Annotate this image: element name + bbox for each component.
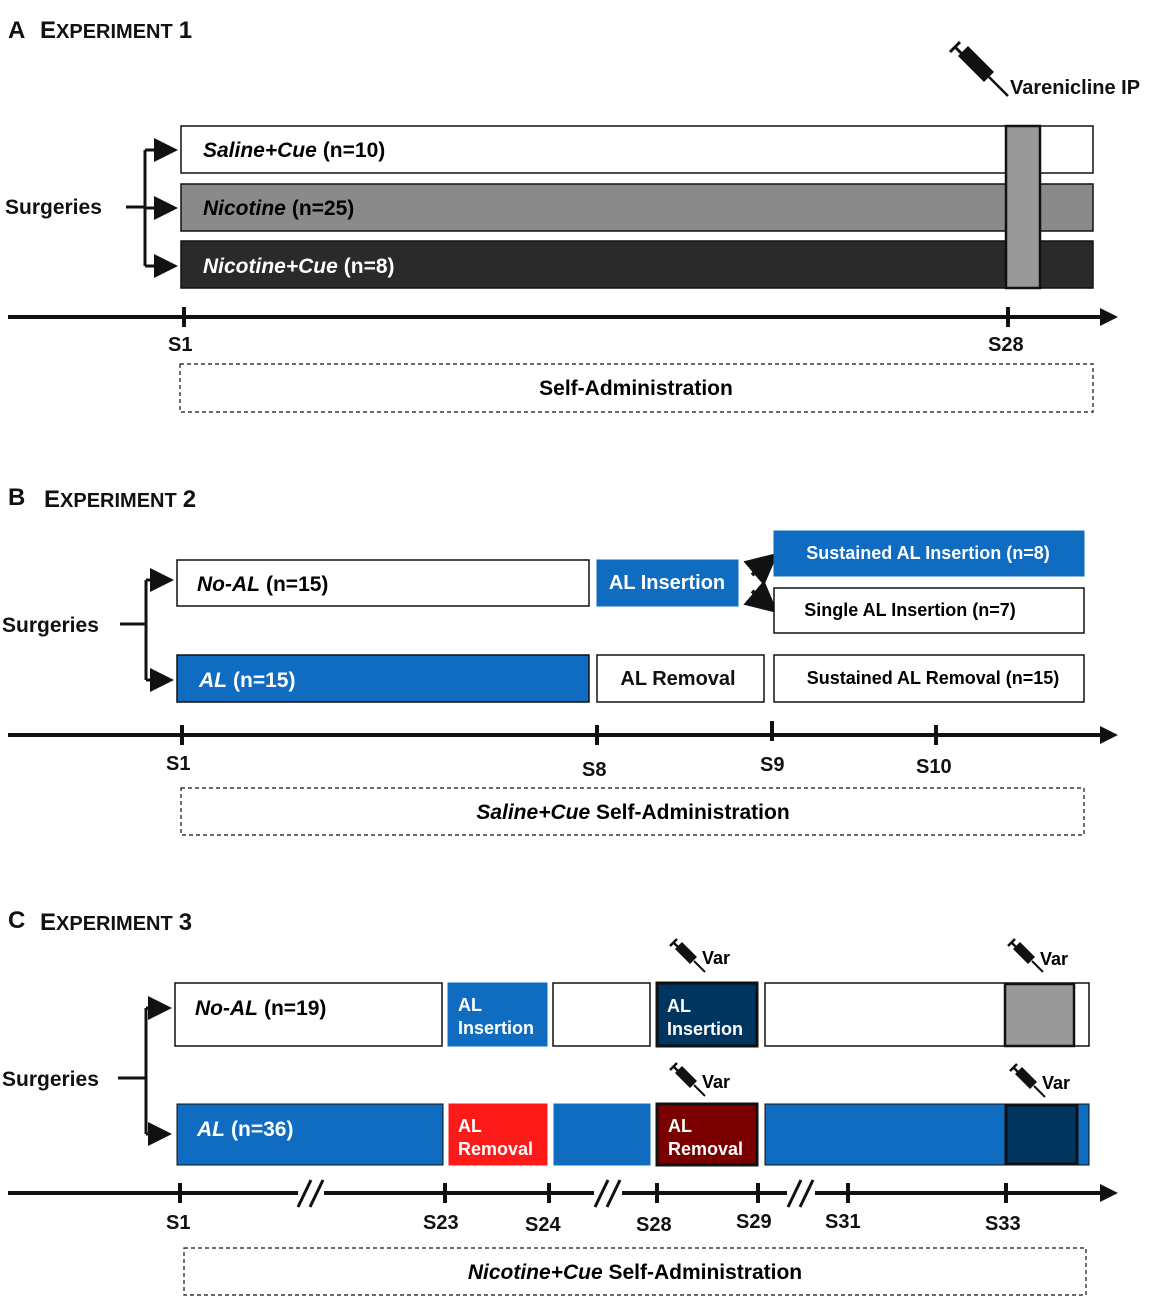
- sustained-al-insertion-label: Sustained AL Insertion (n=8): [806, 543, 1050, 563]
- tick-s29-c: S29: [736, 1211, 772, 1233]
- al-insertion-c2-line1: AL: [667, 996, 691, 1016]
- syringe-icon: [1009, 1063, 1046, 1098]
- tick-s8-b: S8: [582, 759, 606, 781]
- no-al-bar-b: [176, 559, 590, 607]
- al-label-c: AL(n=36): [196, 1118, 293, 1141]
- no-al-interval-c1: [552, 982, 651, 1047]
- al-removal-c1-line1: AL: [458, 1116, 482, 1136]
- al-insertion-box-c2: [655, 981, 759, 1048]
- no-al-label-b: No-AL(n=15): [197, 573, 328, 596]
- tick-s28-a: S28: [988, 334, 1024, 356]
- al-insertion-c1-line2: Insertion: [458, 1018, 534, 1038]
- al-removal-c1-line2: Removal: [458, 1139, 533, 1159]
- axis-break-2: [593, 1179, 622, 1208]
- tick-s10-b: S10: [916, 756, 952, 778]
- nicotine-label: Nicotine(n=25): [203, 197, 354, 220]
- al-insertion-c1-line1: AL: [458, 995, 482, 1015]
- single-al-insertion-label: Single AL Insertion (n=7): [804, 600, 1016, 620]
- panel-c-letter: C: [8, 907, 25, 934]
- al-removal-c2-line2: Removal: [668, 1139, 743, 1159]
- sustained-al-insertion-box: [773, 530, 1085, 577]
- axis-break-1: [296, 1179, 325, 1208]
- saline-cue-bar: [180, 125, 1094, 174]
- phase-box-c: [183, 1247, 1087, 1296]
- var-label-c3: Var: [702, 1072, 730, 1092]
- phase-label-a: Self-Administration: [539, 377, 733, 400]
- tick-s1-c: S1: [166, 1212, 190, 1234]
- tick-s31-c: S31: [825, 1211, 861, 1233]
- no-al-bar-c: [174, 982, 443, 1047]
- syringe-icon: [1007, 938, 1044, 973]
- single-al-insertion-box: [773, 587, 1085, 634]
- var-label-c4: Var: [1042, 1073, 1070, 1093]
- nicotine-cue-label: Nicotine+Cue(n=8): [203, 255, 395, 278]
- phase-box-b: [180, 787, 1085, 836]
- al-insertion-box-b: [596, 559, 739, 607]
- syringe-icon: [669, 1062, 706, 1097]
- al-removal-box-c1: [448, 1103, 548, 1166]
- panel-b-surgeries-label: Surgeries: [2, 614, 99, 637]
- panel-c-surgeries-label: Surgeries: [2, 1068, 99, 1091]
- phase-label-c: Nicotine+Cue Self-Administration: [468, 1261, 802, 1284]
- syringe-icon: [669, 938, 706, 973]
- panel-a-letter: A: [8, 17, 25, 44]
- al-insertion-c2-line2: Insertion: [667, 1019, 743, 1039]
- tick-s1-b: S1: [166, 753, 190, 775]
- al-label-b: AL(n=15): [198, 669, 295, 692]
- al-bar-c: [176, 1103, 444, 1166]
- tick-s9-b: S9: [760, 754, 784, 776]
- tick-s28-c: S28: [636, 1214, 672, 1236]
- nicotine-bar: [180, 183, 1094, 232]
- syringe-icon: [948, 40, 1009, 97]
- varenicline-session-marker: [1004, 124, 1042, 290]
- phase-box-a: [179, 363, 1094, 413]
- tick-s33-c: S33: [985, 1213, 1021, 1235]
- al-var-session: [1004, 1103, 1079, 1166]
- al-insertion-box-c1: [447, 982, 548, 1047]
- nicotine-cue-bar: [180, 240, 1094, 289]
- varenicline-label: Varenicline IP: [1010, 77, 1140, 99]
- sustained-al-removal-label: Sustained AL Removal (n=15): [807, 668, 1060, 688]
- no-al-var-session: [1003, 982, 1076, 1048]
- al-removal-box-c2: [655, 1102, 759, 1167]
- al-bar-b: [176, 654, 590, 703]
- saline-cue-label: Saline+Cue(n=10): [203, 139, 385, 162]
- al-removal-c2-line1: AL: [668, 1116, 692, 1136]
- al-insertion-label-b: AL Insertion: [609, 572, 725, 594]
- al-removal-box-b: [596, 654, 765, 703]
- axis-break-3: [786, 1179, 815, 1208]
- sustained-al-removal-box: [773, 654, 1085, 703]
- var-label-c1: Var: [702, 948, 730, 968]
- no-al-label-c: No-AL(n=19): [195, 997, 326, 1020]
- panel-b-letter: B: [8, 484, 25, 511]
- al-removal-label-b: AL Removal: [620, 668, 735, 690]
- phase-label-b: Saline+Cue Self-Administration: [476, 801, 789, 824]
- panel-a-surgeries-label: Surgeries: [5, 196, 102, 219]
- al-interval-c1: [553, 1103, 651, 1166]
- tick-s23-c: S23: [423, 1212, 459, 1234]
- tick-s1-a: S1: [168, 334, 192, 356]
- tick-s24-c: S24: [525, 1214, 561, 1236]
- var-label-c2: Var: [1040, 949, 1068, 969]
